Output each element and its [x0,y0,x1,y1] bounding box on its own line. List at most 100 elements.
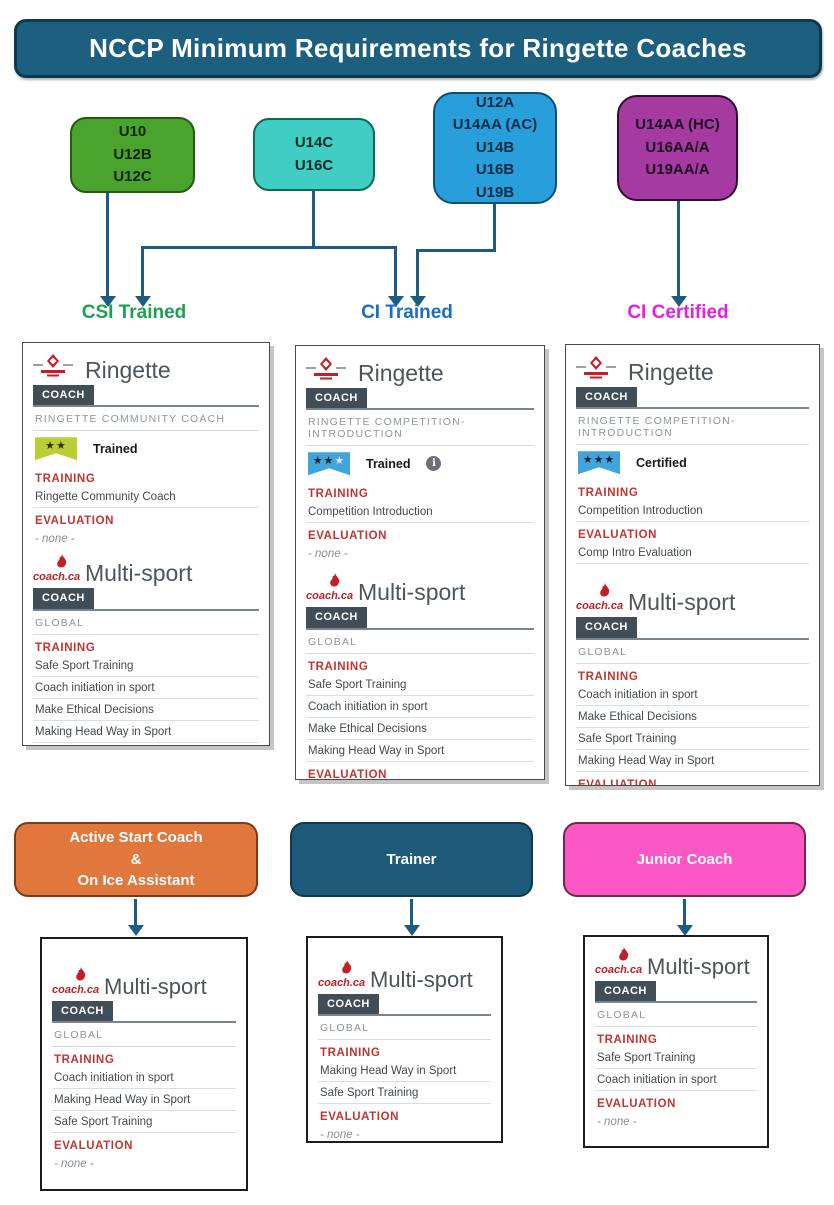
evaluation-heading: EVALUATION [578,529,658,542]
training-heading: TRAINING [35,473,96,486]
requirements-card-trainer: coach.ca Multi-sport COACH GLOBAL TRAINI… [306,936,503,1143]
stars-icon: ★★★ [582,454,616,467]
sport-title: Ringette [358,359,444,386]
coachca-logo-text: coach.ca [595,964,643,977]
training-item: Ringette Community Coach [33,486,259,509]
program-name: GLOBAL [318,1016,491,1041]
program-name: RINGETTE COMPETITION-INTRODUCTION [306,410,534,447]
training-item: Safe Sport Training [576,728,809,750]
age-group-line: U19B [475,183,515,201]
page-title: NCCP Minimum Requirements for Ringette C… [14,19,822,78]
sport-title: Multi-sport [628,589,736,616]
coachca-logo-icon: coach.ca [576,583,624,614]
training-item: Safe Sport Training [595,1047,757,1070]
connector-line [141,246,144,298]
coachca-logo-icon: coach.ca [33,554,80,585]
training-item: Making Head Way in Sport [318,1060,491,1083]
age-group-line: U12C [113,168,152,186]
ringette-canada-logo-icon [306,356,350,385]
sport-title: Ringette [628,358,714,385]
age-group-box-csi: U10 U12B U12C [70,117,195,193]
evaluation-heading: EVALUATION [35,515,115,528]
role-box-junior-coach: Junior Coach [563,822,806,897]
coach-tab: COACH [33,588,94,609]
program-name: RINGETTE COMMUNITY COACH [33,407,259,432]
sport-title: Multi-sport [647,954,750,979]
coach-tab: COACH [306,607,367,628]
connector-line [141,246,397,249]
connector-line [493,204,496,252]
age-group-line: U19AA/A [645,161,710,179]
arrow-down-icon [128,925,144,936]
training-item: Safe Sport Training [306,674,534,696]
role-box-line: On Ice Assistant [77,872,195,890]
evaluation-item: - none - [597,1116,637,1129]
evaluation-heading: EVALUATION [54,1140,134,1153]
age-group-line: U12A [475,93,515,111]
coach-tab: COACH [576,617,637,638]
evaluation-item: - none - [35,533,75,546]
training-heading: TRAINING [35,641,96,654]
program-name: GLOBAL [33,611,259,635]
training-heading: TRAINING [597,1034,658,1047]
training-item: Making Head Way in Sport [306,740,534,762]
training-item: Safe Sport Training [33,655,259,677]
age-group-line: U14AA (HC) [635,116,720,134]
sport-title: Ringette [85,356,171,383]
certification-badge-icon: ★★ [35,437,77,461]
coachca-logo-text: coach.ca [52,984,100,997]
program-name: RINGETTE COMPETITION-INTRODUCTION [576,409,809,446]
certification-card-ci-trained: Ringette COACH RINGETTE COMPETITION-INTR… [295,345,545,780]
age-group-line: U14C [294,134,334,151]
training-item: Safe Sport Training [52,1111,236,1134]
sport-title: Multi-sport [104,974,207,999]
sport-title: Multi-sport [358,579,466,606]
evaluation-heading: EVALUATION [320,1111,400,1124]
age-group-line: U12B [113,145,152,163]
training-item: Coach initiation in sport [52,1067,236,1090]
certification-card-ci-certified: Ringette COACH RINGETTE COMPETITION-INTR… [565,344,820,786]
role-box-active-start-coach: Active Start Coach & On Ice Assistant [14,822,258,897]
status-label: Trained [93,441,138,456]
training-item: Safe Sport Training [318,1082,491,1105]
arrow-down-icon [404,925,420,936]
connector-line [134,899,137,927]
ringette-canada-logo-icon [576,355,620,384]
age-group-line: U14AA (AC) [452,116,538,134]
program-name: GLOBAL [306,630,534,654]
coach-tab: COACH [306,388,367,409]
training-heading: TRAINING [54,1054,115,1067]
training-item: Make Ethical Decisions [33,699,259,721]
connector-line [410,899,413,927]
coachca-logo-icon: coach.ca [595,947,643,978]
coachca-logo-text: coach.ca [576,600,624,613]
connector-line [416,249,419,298]
training-heading: TRAINING [578,487,639,500]
stars-icon: ★★ [45,440,67,453]
stars-icon: ★★ [312,455,335,468]
role-box-line: & [130,850,142,868]
evaluation-item: - none - [308,548,348,561]
certification-card-csi-trained: Ringette COACH RINGETTE COMMUNITY COACH … [22,342,270,746]
evaluation-heading: EVALUATION [308,768,388,780]
star-light-icon: ★ [334,455,346,468]
sport-title: Multi-sport [85,560,193,587]
evaluation-item: - none - [54,1158,94,1171]
coachca-logo-icon: coach.ca [306,573,354,604]
arrow-down-icon [100,296,116,307]
coach-tab: COACH [595,981,656,1002]
certification-badge-icon: ★★★ [578,451,620,475]
training-item: Competition Introduction [306,501,534,524]
status-label: Trained [366,456,411,471]
connector-line [312,190,315,249]
coachca-logo-text: coach.ca [306,590,354,603]
info-icon: i [426,456,442,472]
evaluation-heading: EVALUATION [308,530,388,543]
connector-line [106,193,109,298]
coach-tab: COACH [33,385,94,406]
arrow-down-icon [671,296,687,307]
connector-line [683,899,686,927]
age-group-line: U14B [475,138,515,156]
pathway-label-ci-certified: CI Certified [627,302,729,323]
